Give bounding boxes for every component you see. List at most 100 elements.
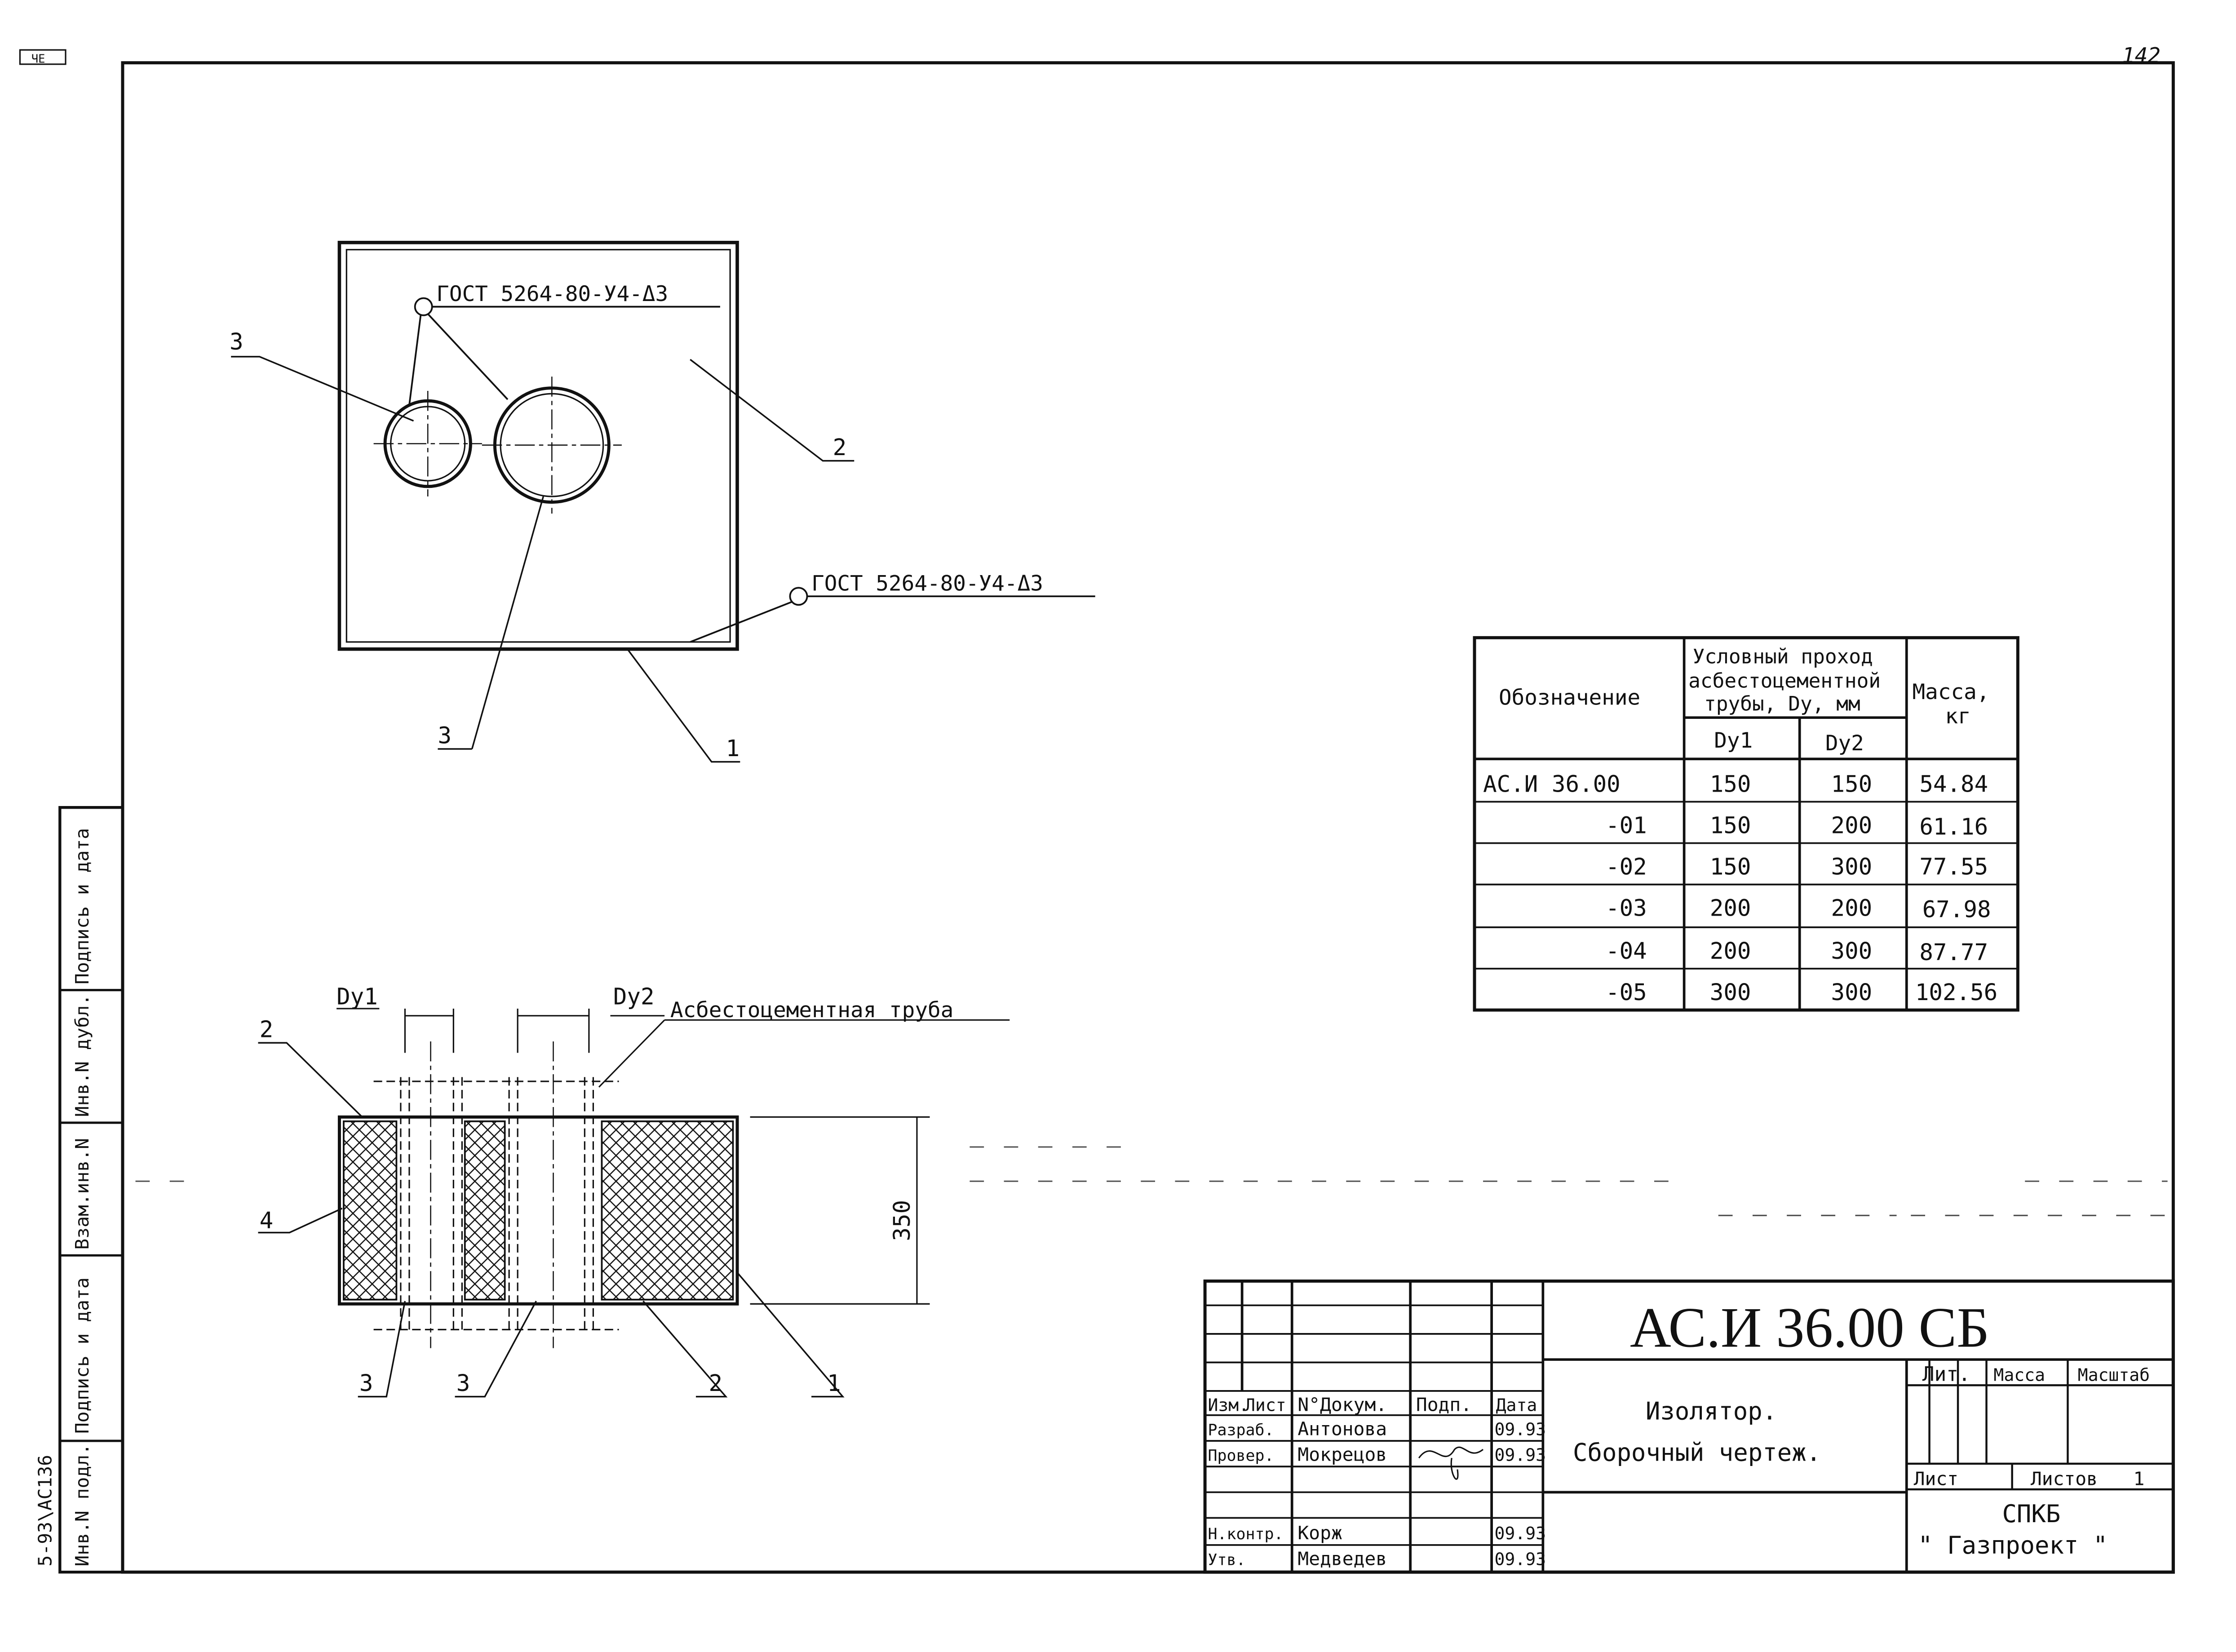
doc-code: АС.И 36.00 СБ [1630,1296,1989,1359]
sheet-label: Лист [1914,1468,1958,1489]
page-number: 142 [2122,44,2161,68]
corner-mark-box [19,49,66,65]
col-dy2: Dу2 [1825,731,1864,756]
role-utv: Утв. [1208,1551,1245,1569]
scan-artifacts [135,1146,2168,1216]
table-cell: 300 [1831,938,1873,964]
date-utv: 09.93 [1494,1549,1546,1569]
dim-dy1: Dу1 [337,983,378,1010]
table-cell: 150 [1710,853,1751,880]
insulation-left [343,1120,398,1301]
insulation-right [601,1120,734,1301]
name-utv: Медведев [1297,1548,1387,1569]
table-cell: 87.77 [1919,939,1988,966]
role-razrab: Разраб. [1208,1421,1274,1439]
centerlines [373,376,622,514]
side-stamp: Подпись и дата Инв.N дубл. Взам.инв.N По… [34,806,124,1574]
table-cell: 67.98 [1922,896,1991,923]
section-callout-1: 1 [827,1370,841,1396]
table-cell: 200 [1710,895,1751,921]
doc-title-line2: Сборочный чертеж. [1573,1439,1821,1467]
org-line2: " Газпроект " [1918,1531,2108,1559]
pipe-ends [373,1081,619,1330]
weld-leader-2 [690,595,1095,643]
weld-leader-1 [408,306,720,406]
plate-inner [345,249,731,643]
hdr-list: Лист [1245,1395,1286,1415]
dim-dy2: Dу2 [613,983,655,1010]
stamp-cell-sign-date: Подпись и дата [71,1277,93,1434]
section-callout-leaders [258,1042,845,1398]
name-prover: Мокрецов [1297,1444,1387,1466]
table-row: -04 [1606,938,1647,964]
pipe-label-leader [598,1019,1010,1088]
table-cell: 300 [1831,979,1873,1005]
title-block: АС.И 36.00 СБ Изолятор. Сборочный чертеж… [1203,1279,2175,1574]
table-cell: 300 [1710,979,1751,1005]
role-nkontr: Н.контр. [1208,1525,1283,1543]
section-callout-3a: 3 [359,1370,373,1396]
table-row: -02 [1606,853,1647,880]
col-mass-line1: Масса, [1912,680,1989,704]
height-dim: 350 [889,1200,915,1241]
dimension-lines [337,1008,930,1305]
section-callout-4: 4 [260,1207,274,1234]
table-cell: 200 [1710,938,1751,964]
stamp-cell-inv-dubl: Инв.N дубл. [71,994,93,1117]
hdr-sign: Подп. [1416,1394,1472,1415]
section-callout-3b: 3 [456,1370,470,1396]
table-cell: 150 [1710,812,1751,838]
stamp-cell-vzam: Взам.инв.N [71,1138,93,1250]
top-view: ГОСТ 5264-80-У4-Δ3 ГОСТ 5264-80-У4-Δ3 3 … [230,240,1095,763]
pipe-label: Асбестоцементная труба [670,998,953,1023]
callout-3-bottom: 3 [438,722,452,748]
table-cell: 200 [1831,812,1873,838]
date-razrab: 09.93 [1494,1419,1546,1439]
section-callout-2: 2 [260,1016,274,1042]
hdr-date: Дата [1496,1395,1537,1415]
callout-2: 2 [833,434,847,461]
table-row: -03 [1606,895,1647,921]
table-row: -05 [1606,979,1647,1005]
lit-label: Лит. [1922,1363,1970,1386]
corner-mark: ЧЕ [31,52,45,66]
weld-note-1: ГОСТ 5264-80-У4-Δ3 [436,282,668,306]
callout-leaders [231,356,855,763]
table-cell: 102.56 [1915,979,1997,1005]
weld-symbol-1 [414,297,433,316]
hdr-doc: N°Докум. [1297,1394,1387,1415]
table-cell: 61.16 [1919,814,1988,840]
section-view: Dу1 Dу2 Асбестоцементная труба 350 2 4 3… [258,983,1010,1398]
archive-code: 5-93\АС136 [34,1455,56,1567]
col-mass-line2: кг [1945,704,1970,729]
callout-3-top: 3 [230,328,244,355]
doc-title-line1: Изолятор. [1646,1397,1777,1425]
date-nkontr: 09.93 [1494,1524,1546,1543]
plate-outline [337,240,739,651]
table-row: АС.И 36.00 [1483,771,1621,797]
weld-note-2: ГОСТ 5264-80-У4-Δ3 [811,571,1043,596]
scale-label: Масштаб [2078,1365,2150,1385]
stamp-cell-sign-date-top: Подпись и дата [71,828,93,984]
table-cell: 77.55 [1919,853,1988,880]
sheets-label: Листов [2031,1468,2098,1489]
signature-mark [1418,1446,1484,1480]
role-prover: Провер. [1208,1447,1274,1465]
date-prover: 09.93 [1494,1445,1546,1465]
insulation-middle [464,1120,506,1301]
weld-symbol-2 [789,587,808,606]
mass-label: Масса [1993,1365,2045,1385]
table-row: -01 [1606,812,1647,838]
col-bore-line3: трубы, Dу, мм [1704,692,1860,715]
table-cell: 150 [1710,771,1751,797]
name-nkontr: Корж [1297,1522,1342,1544]
sheets-count: 1 [2133,1468,2144,1489]
table-cell: 300 [1831,853,1873,880]
pipe-walls [400,1077,594,1334]
hdr-izm: Изм. [1208,1395,1249,1415]
col-designation: Обозначение [1499,686,1640,710]
org-line1: СПКБ [2002,1500,2060,1528]
stamp-cell-inv-podl: Инв.N подл. [71,1444,93,1566]
table-cell: 200 [1831,895,1873,921]
